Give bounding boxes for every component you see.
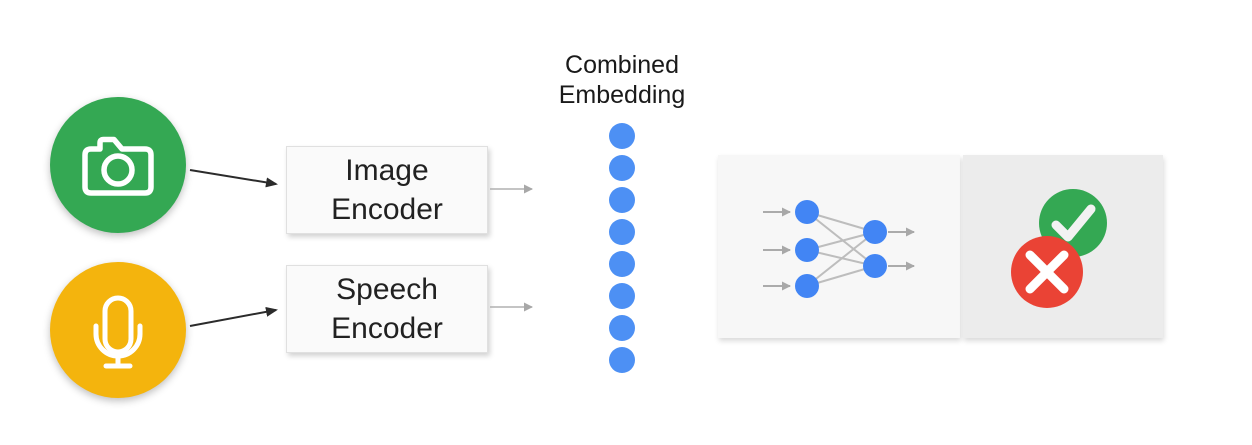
result-graphic — [1011, 189, 1107, 308]
nn-input-node — [795, 274, 819, 298]
embedding-dot — [609, 155, 635, 181]
embedding-dot — [609, 347, 635, 373]
camera-icon — [82, 136, 154, 196]
image-encoder-box: Image Encoder — [286, 146, 488, 234]
arrow-speech-to-encoder — [189, 306, 278, 327]
speech-encoder-label-line2: Encoder — [331, 312, 443, 345]
nn-input-node — [795, 200, 819, 224]
cross-icon — [1011, 236, 1083, 308]
embedding-dot — [609, 187, 635, 213]
embedding-dot — [609, 123, 635, 149]
microphone-icon — [93, 295, 143, 369]
embedding-dots-column — [609, 123, 635, 373]
speech-encoder-label-line1: Speech — [336, 273, 438, 306]
embedding-dot — [609, 219, 635, 245]
image-encoder-label-line1: Image — [345, 154, 429, 187]
arrow-image-to-encoder — [189, 169, 278, 188]
embedding-dot — [609, 315, 635, 341]
nn-output-node — [863, 220, 887, 244]
image-encoder-label-line2: Encoder — [331, 193, 443, 226]
speech-input-circle — [50, 262, 186, 398]
image-input-circle — [50, 97, 186, 233]
neural-network-graphic — [763, 200, 915, 298]
speech-encoder-box: Speech Encoder — [286, 265, 488, 353]
combined-embedding-title: Combined Embedding — [532, 50, 712, 110]
nn-input-node — [795, 238, 819, 262]
nn-output-node — [863, 254, 887, 278]
embedding-dot — [609, 251, 635, 277]
embedding-dot — [609, 283, 635, 309]
result-panel — [963, 155, 1163, 338]
combined-embedding-title-line1: Combined — [565, 51, 679, 79]
neural-network-panel — [718, 155, 960, 338]
combined-embedding-title-line2: Embedding — [558, 81, 686, 109]
